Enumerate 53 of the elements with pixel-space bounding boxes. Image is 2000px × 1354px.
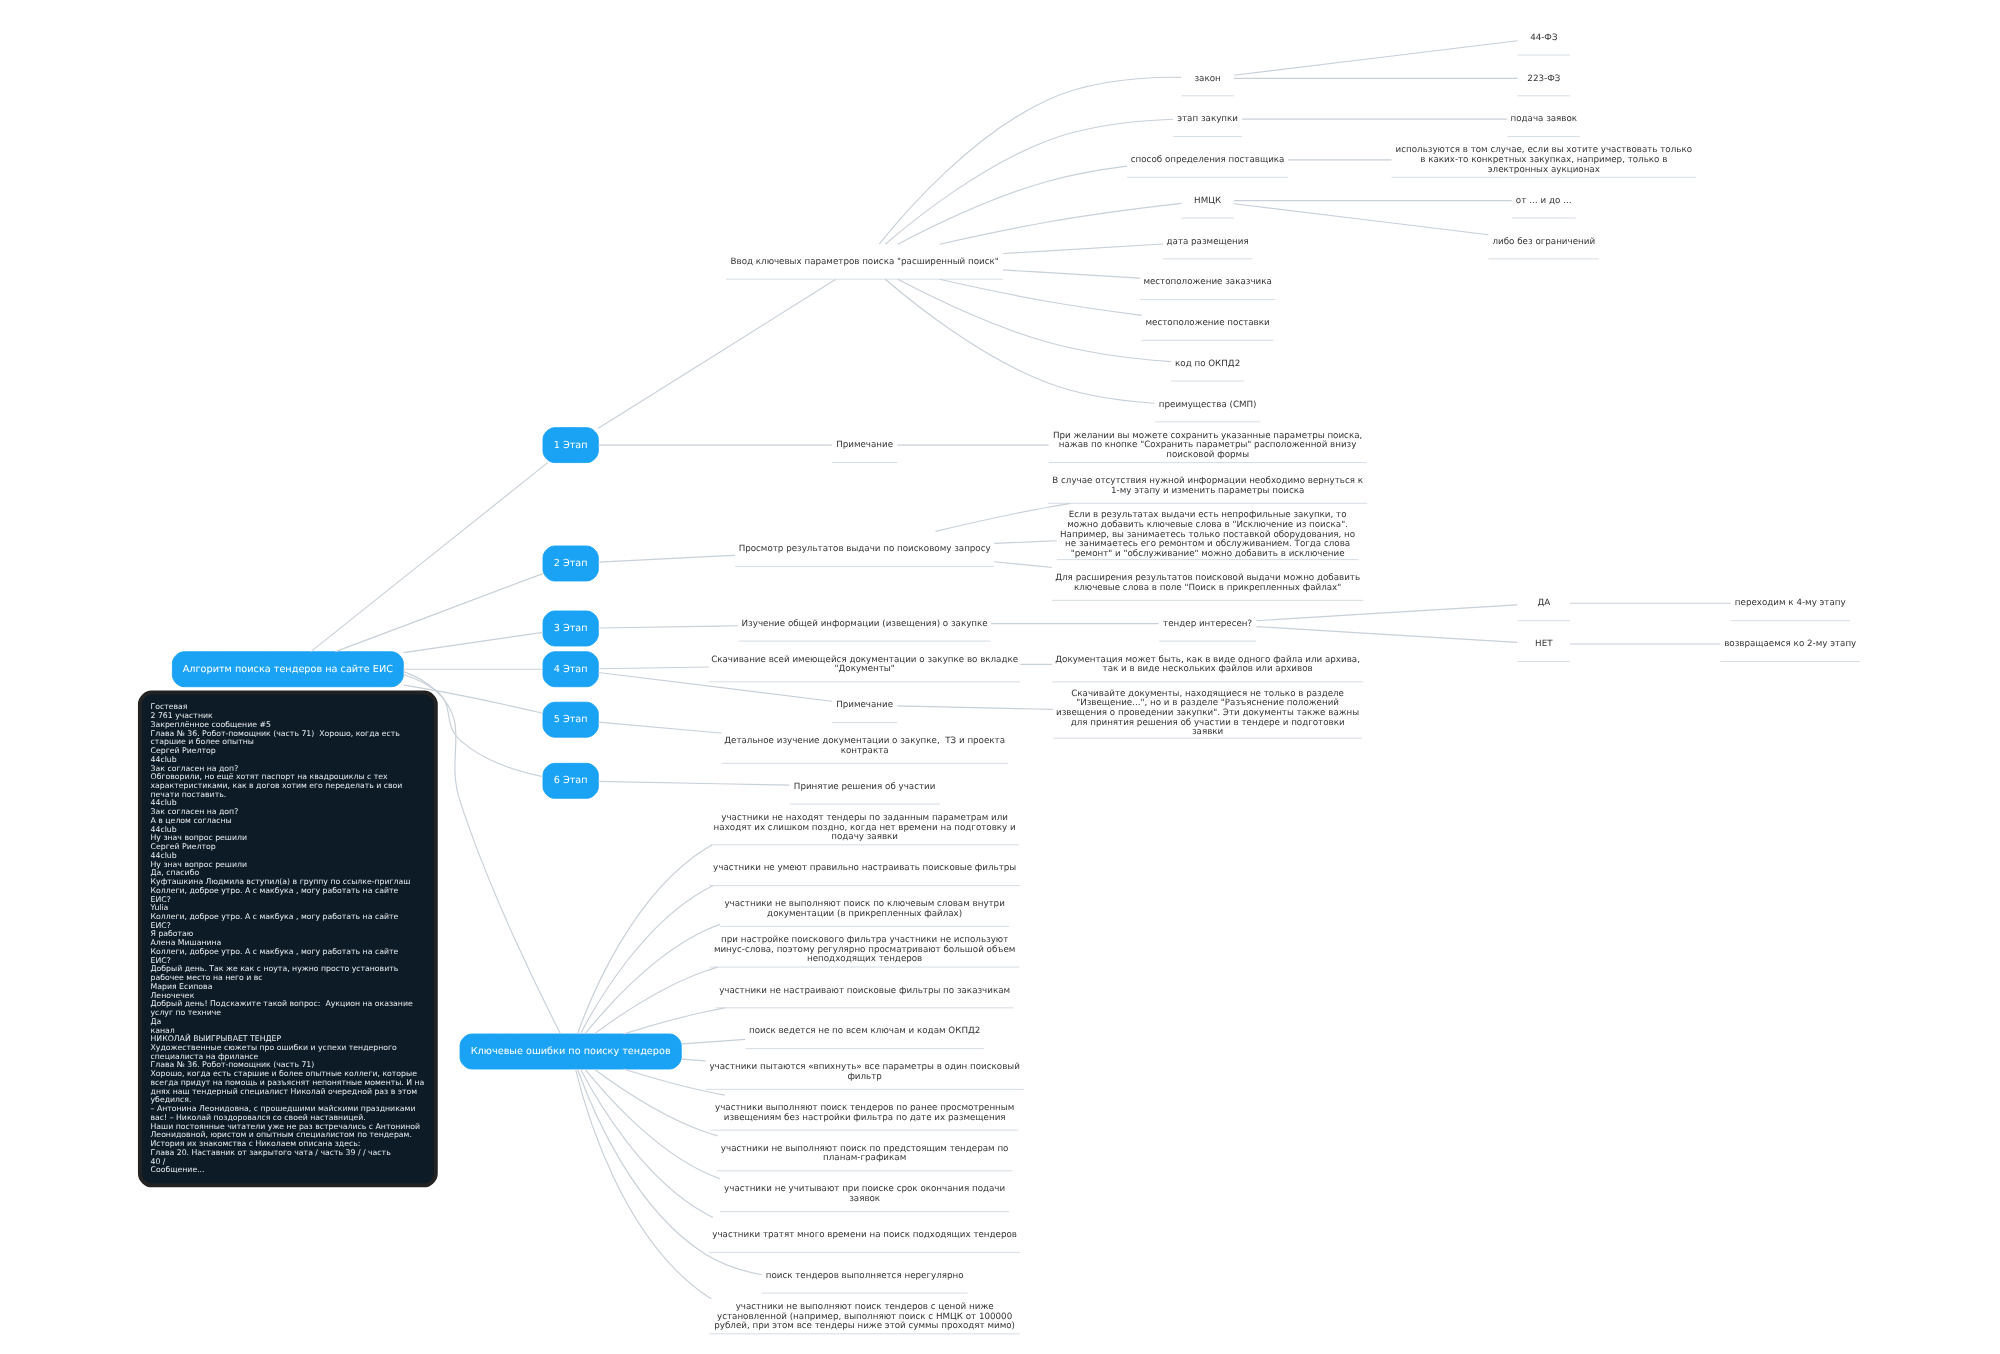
connector bbox=[402, 673, 544, 778]
connector bbox=[597, 666, 710, 670]
connector bbox=[584, 923, 721, 1035]
connector bbox=[574, 1068, 713, 1300]
connector bbox=[990, 623, 1160, 625]
connector bbox=[402, 631, 544, 654]
connector bbox=[1233, 203, 1490, 236]
connector bbox=[402, 668, 544, 670]
connector bbox=[934, 502, 1072, 532]
connector bbox=[334, 573, 544, 653]
connector bbox=[938, 202, 1182, 245]
connector bbox=[1255, 604, 1518, 622]
connector bbox=[896, 705, 1054, 710]
connector bbox=[579, 1068, 714, 1218]
connector bbox=[593, 1068, 719, 1137]
connector bbox=[897, 165, 1128, 245]
connector bbox=[993, 540, 1058, 545]
connector bbox=[310, 462, 549, 653]
connector bbox=[579, 885, 714, 1035]
connector bbox=[623, 1007, 726, 1035]
connector bbox=[681, 1058, 707, 1062]
connector bbox=[597, 671, 833, 702]
connector bbox=[1002, 269, 1141, 279]
connector bbox=[1287, 159, 1392, 161]
connector bbox=[878, 76, 1182, 245]
connector bbox=[897, 278, 1172, 363]
connector bbox=[576, 844, 713, 1035]
connector bbox=[1233, 77, 1519, 79]
connector bbox=[1241, 118, 1508, 120]
connector bbox=[593, 966, 719, 1035]
connector bbox=[597, 721, 722, 734]
connector bbox=[584, 1068, 721, 1180]
connector bbox=[597, 554, 736, 563]
connector bbox=[576, 1068, 763, 1276]
connector bbox=[993, 561, 1053, 569]
connector bbox=[884, 278, 1156, 404]
connector bbox=[597, 780, 790, 786]
connector bbox=[1255, 625, 1518, 644]
connector bbox=[1002, 243, 1164, 255]
connector bbox=[1569, 602, 1732, 604]
connector bbox=[1233, 40, 1519, 76]
connector bbox=[403, 671, 562, 1035]
connector bbox=[1233, 200, 1513, 202]
connector bbox=[938, 278, 1143, 316]
connector bbox=[896, 444, 1050, 446]
connector bbox=[1019, 663, 1053, 665]
connector bbox=[597, 444, 833, 446]
connector bbox=[597, 625, 739, 629]
connector bbox=[597, 278, 837, 429]
connector bbox=[403, 684, 544, 714]
connector bbox=[681, 1038, 746, 1045]
connector bbox=[623, 1068, 726, 1096]
connector bbox=[884, 118, 1174, 245]
